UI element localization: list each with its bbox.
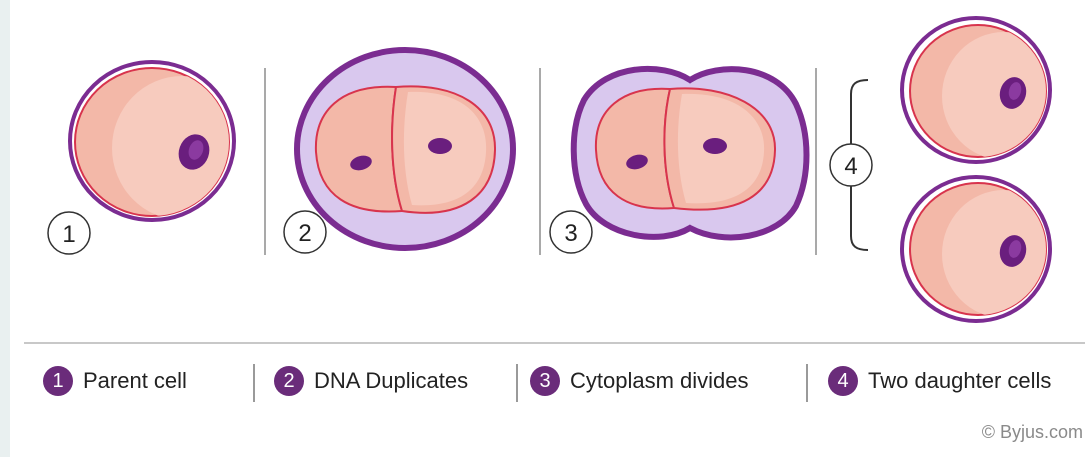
legend-label: DNA Duplicates [314,368,468,394]
step-marker-label: 4 [844,153,857,180]
dividing-cell [574,69,807,238]
parent-cell [70,62,252,220]
legend-item-two-daughter-cells: 4 Two daughter cells [828,364,1051,398]
step-marker-label: 1 [62,221,75,248]
legend: 1 Parent cell 2 DNA Duplicates 3 Cytopla… [10,350,1089,410]
duplicating-cell [297,50,513,248]
legend-label: Parent cell [83,368,187,394]
cell-division-diagram: 1 2 3 [10,0,1089,345]
daughter-cell-top [902,18,1066,162]
legend-item-cytoplasm-divides: 3 Cytoplasm divides [530,364,749,398]
nucleus [703,138,727,154]
step-marker-3: 3 [550,211,592,253]
step-marker-1: 1 [48,212,90,254]
nucleus [428,138,452,154]
step-marker-2: 2 [284,211,326,253]
legend-badge: 3 [530,366,560,396]
legend-badge: 4 [828,366,858,396]
legend-item-dna-duplicates: 2 DNA Duplicates [274,364,468,398]
legend-label: Cytoplasm divides [570,368,749,394]
daughter-cell-bottom [902,177,1066,321]
page: 1 2 3 [10,0,1089,457]
legend-label: Two daughter cells [868,368,1051,394]
legend-badge: 1 [43,366,73,396]
copyright-credit: © Byjus.com [982,422,1083,443]
legend-item-parent-cell: 1 Parent cell [43,364,187,398]
step-marker-label: 3 [564,220,577,247]
legend-badge: 2 [274,366,304,396]
step-marker-4: 4 [830,144,872,186]
legend-divider [516,364,518,402]
legend-divider [806,364,808,402]
legend-divider [253,364,255,402]
step-marker-label: 2 [298,220,311,247]
